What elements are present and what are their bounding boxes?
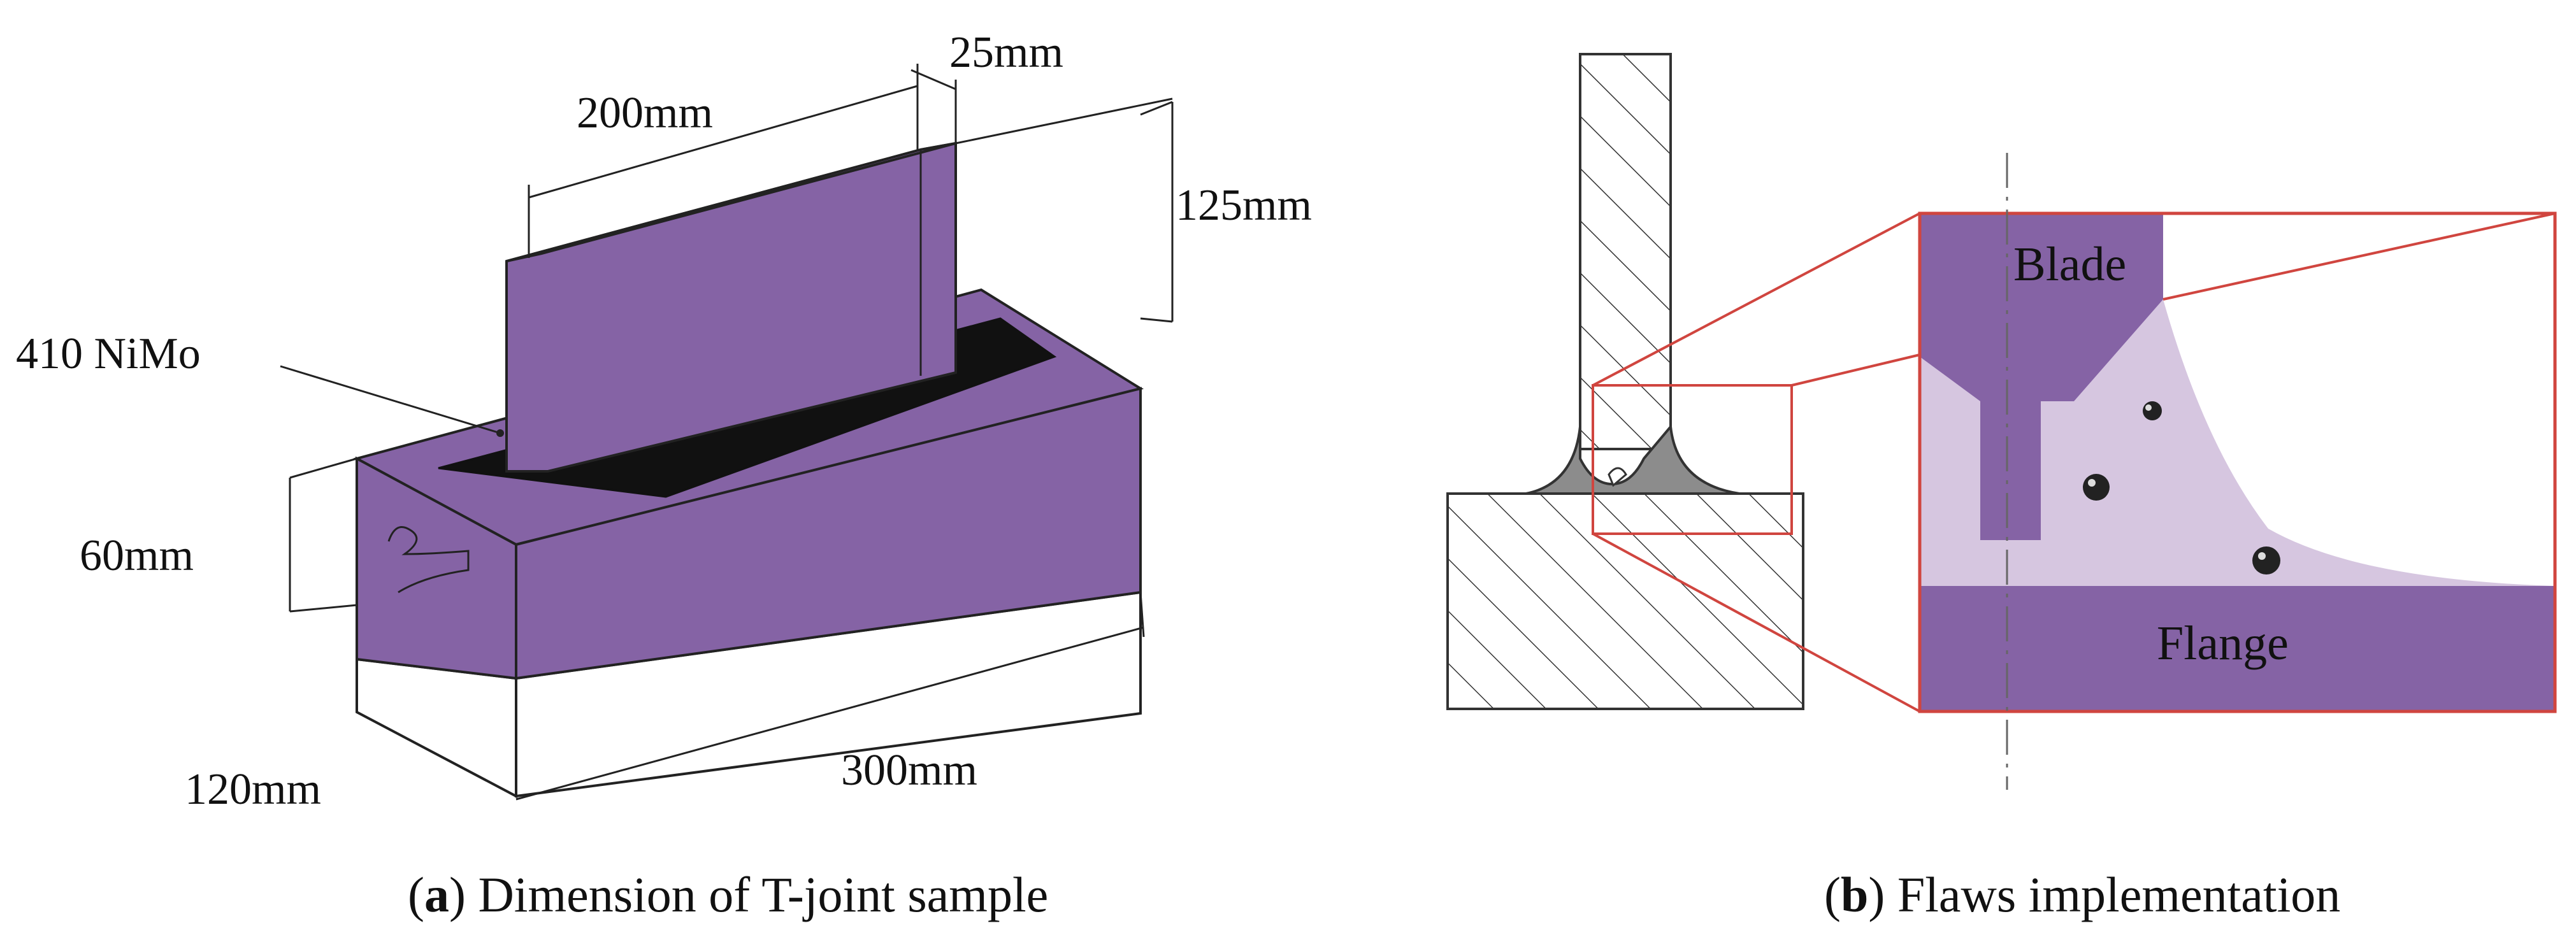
zoom-view [1920,213,2555,711]
label-weld-material: 410 NiMo [16,329,201,378]
caption-panel-b: (b) Flaws implementation [1824,867,2341,922]
caption-panel-a: (a) Dimension of T-joint sample [408,867,1049,922]
dimension-lines [280,64,1174,801]
flaw-pore [2083,474,2110,501]
flaw-pore [2252,546,2280,574]
flange-lower-volume [356,590,1142,799]
dim-flange-height: 60mm [80,531,194,580]
zoom-label-flange: Flange [2157,617,2289,670]
caption-letter-a: a [424,867,449,922]
caption-text-b: Flaws implementation [1897,867,2341,922]
zoom-flange [1920,586,2555,711]
dim-blade-height: 125mm [1176,181,1312,230]
caption-text-a: Dimension of T-joint sample [478,867,1049,922]
dim-flange-length: 300mm [841,746,977,795]
flaw-pore [2143,401,2162,420]
zoom-label-blade: Blade [2013,238,2126,291]
dim-blade-thickness: 25mm [949,28,1063,77]
zoom-frame [1918,211,2557,713]
caption-letter-b: b [1840,867,1869,922]
zoom-source-frame [1592,384,1793,535]
blade-plate [496,141,957,473]
dim-blade-length: 200mm [577,89,713,138]
zoom-blade [1920,213,2163,540]
section-flange [1446,492,1804,710]
panel-b-diagram: Blade Flange [1446,53,2557,790]
flange-side-opening [387,526,470,594]
dim-flange-width: 120mm [185,765,321,814]
panel-a-diagram: 200mm 25mm 125mm 410 NiMo 60mm 120mm 300… [16,28,1312,814]
